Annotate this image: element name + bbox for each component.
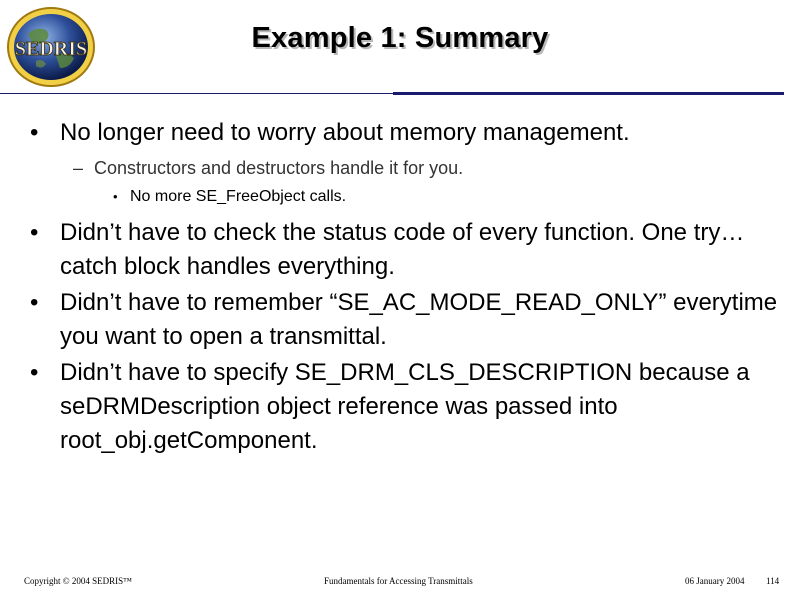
footer-title: Fundamentals for Accessing Transmittals (324, 576, 473, 586)
title-divider (0, 92, 784, 95)
bullet-marker: • (30, 119, 39, 146)
footer-date: 06 January 2004 (685, 576, 745, 586)
footer-copyright: Copyright © 2004 SEDRIS™ (24, 576, 132, 586)
sub-bullet-marker: – (73, 158, 84, 178)
sub-sub-bullet-text: No more SE_FreeObject calls. (130, 188, 347, 205)
bullet-marker: • (30, 289, 39, 316)
page-number: 114 (766, 576, 780, 586)
bullet-text: Didn’t have to specify SE_DRM_CLS_DESCRI… (60, 359, 750, 454)
logo-text: SEDRIS (15, 38, 87, 60)
bullet-text: Didn’t have to remember “SE_AC_MODE_READ… (60, 289, 778, 350)
bullet-marker: • (30, 219, 39, 246)
bullet-text: Didn’t have to check the status code of … (60, 219, 745, 280)
sedris-logo: SEDRIS (6, 6, 96, 88)
slide-title: Example 1: Summary (251, 22, 549, 54)
slide-content: • No longer need to worry about memory m… (30, 119, 778, 454)
bullet-text: No longer need to worry about memory man… (60, 119, 630, 146)
sub-bullet-text: Constructors and destructors handle it f… (94, 158, 464, 178)
sub-sub-bullet-marker: • (113, 189, 118, 204)
bullet-marker: • (30, 359, 39, 386)
